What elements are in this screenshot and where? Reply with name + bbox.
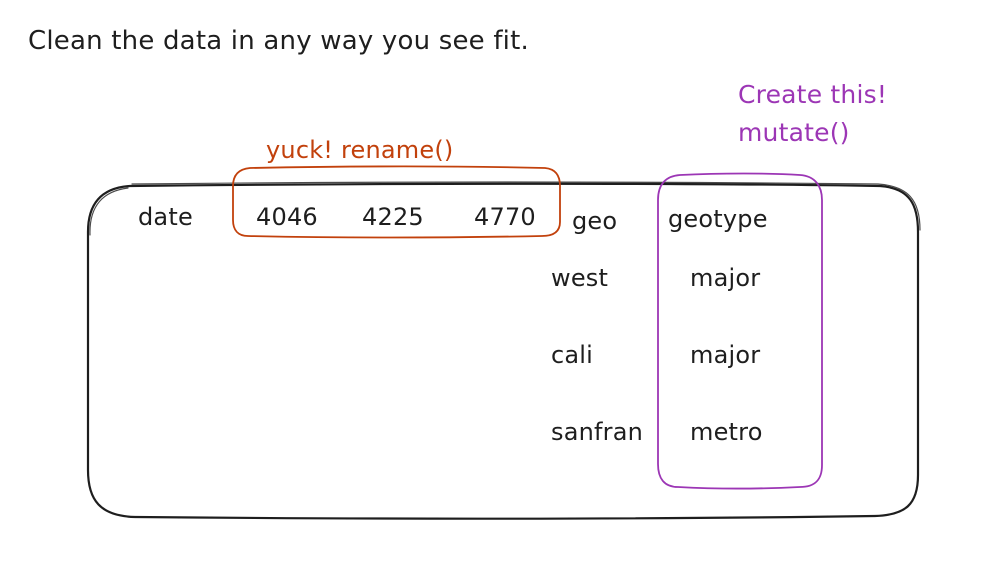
column-header-date: date xyxy=(138,203,193,231)
row-3-geo: sanfran xyxy=(551,418,644,446)
column-header-4225: 4225 xyxy=(362,203,424,231)
row-2-geo: cali xyxy=(551,341,594,369)
rename-highlight-box xyxy=(232,165,561,239)
mutate-note-line1: Create this! xyxy=(738,80,888,109)
column-header-4046: 4046 xyxy=(256,203,318,231)
row-3-geotype: metro xyxy=(690,418,763,446)
mutate-note-line2: mutate() xyxy=(738,118,850,147)
column-header-4770: 4770 xyxy=(474,203,536,231)
table-frame-stroke-2 xyxy=(89,181,921,236)
table-frame xyxy=(86,182,920,520)
row-1-geo: west xyxy=(551,264,609,292)
column-header-geo: geo xyxy=(572,207,618,235)
row-1-geotype: major xyxy=(690,264,761,292)
mutate-highlight-box xyxy=(657,172,823,490)
column-header-geotype: geotype xyxy=(668,205,768,233)
rename-note: yuck! rename() xyxy=(266,136,454,164)
instruction-text: Clean the data in any way you see fit. xyxy=(28,26,529,56)
row-2-geotype: major xyxy=(690,341,761,369)
